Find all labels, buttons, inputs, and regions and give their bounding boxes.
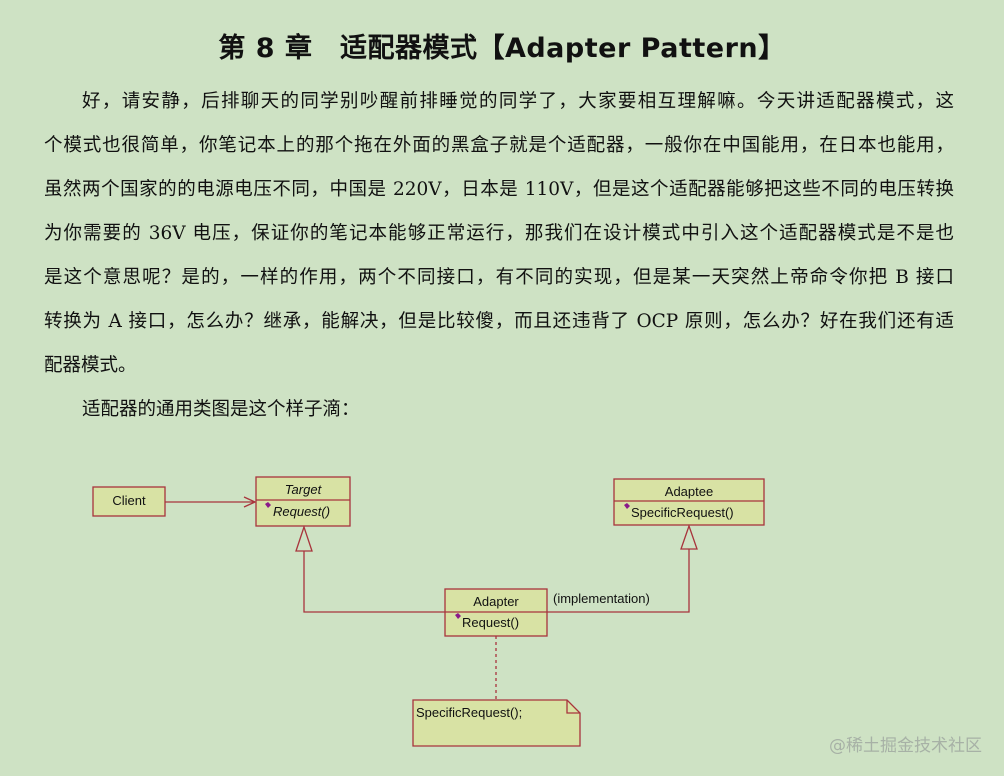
method-icon: [624, 503, 630, 509]
note-text: SpecificRequest();: [416, 705, 522, 720]
inheritance-triangle-icon: [680, 524, 698, 550]
method-icon: [265, 502, 271, 508]
paragraph-line: 为你需要的 36V 电压，保证你的笔记本能够正常运行，那我们在设计模式中引入这个…: [44, 223, 954, 244]
paragraph-line: 虽然两个国家的的电源电压不同，中国是 220V，日本是 110V，但是这个适配器…: [44, 179, 954, 200]
generalization-line: [303, 551, 445, 613]
inheritance-triangle-icon: [295, 524, 313, 552]
paragraph-line: 是这个意思呢？是的，一样的作用，两个不同接口，有不同的实现，但是某一天突然上帝命…: [44, 267, 954, 288]
target-name: Target: [285, 482, 323, 497]
client-class-box: [92, 486, 166, 517]
method-icon: [455, 613, 461, 619]
adaptee-name: Adaptee: [665, 484, 713, 499]
adapter-name: Adapter: [473, 594, 519, 609]
implementation-label: (implementation): [553, 591, 650, 606]
target-class-box: [255, 476, 351, 527]
implementation-line: [547, 549, 690, 613]
watermark: @稀土掘金技术社区: [829, 736, 982, 756]
adaptee-method: SpecificRequest(): [631, 505, 734, 520]
intro-paragraph: 好，请安静，后排聊天的同学别吵醒前排睡觉的同学了，大家要相互理解嘛。今天讲适配器…: [44, 80, 954, 388]
diagram-caption: 适配器的通用类图是这个样子滴：: [82, 399, 360, 420]
chapter-title: 第 8 章 适配器模式【Adapter Pattern】: [218, 33, 786, 64]
note-box: [412, 699, 581, 747]
paragraph-line: 配器模式。: [44, 355, 137, 376]
client-label: Client: [112, 493, 146, 508]
target-method: Request(): [273, 504, 330, 519]
arrow-head-icon: [243, 496, 257, 508]
paragraph-line: 转换为 A 接口，怎么办？继承，能解决，但是比较傻，而且还违背了 OCP 原则，…: [44, 311, 954, 332]
adapter-method: Request(): [462, 615, 519, 630]
paragraph-line: 个模式也很简单，你笔记本上的那个拖在外面的黑盒子就是个适配器，一般你在中国能用，…: [44, 135, 954, 156]
paragraph-line: 好，请安静，后排聊天的同学别吵醒前排睡觉的同学了，大家要相互理解嘛。今天讲适配器…: [82, 91, 954, 112]
